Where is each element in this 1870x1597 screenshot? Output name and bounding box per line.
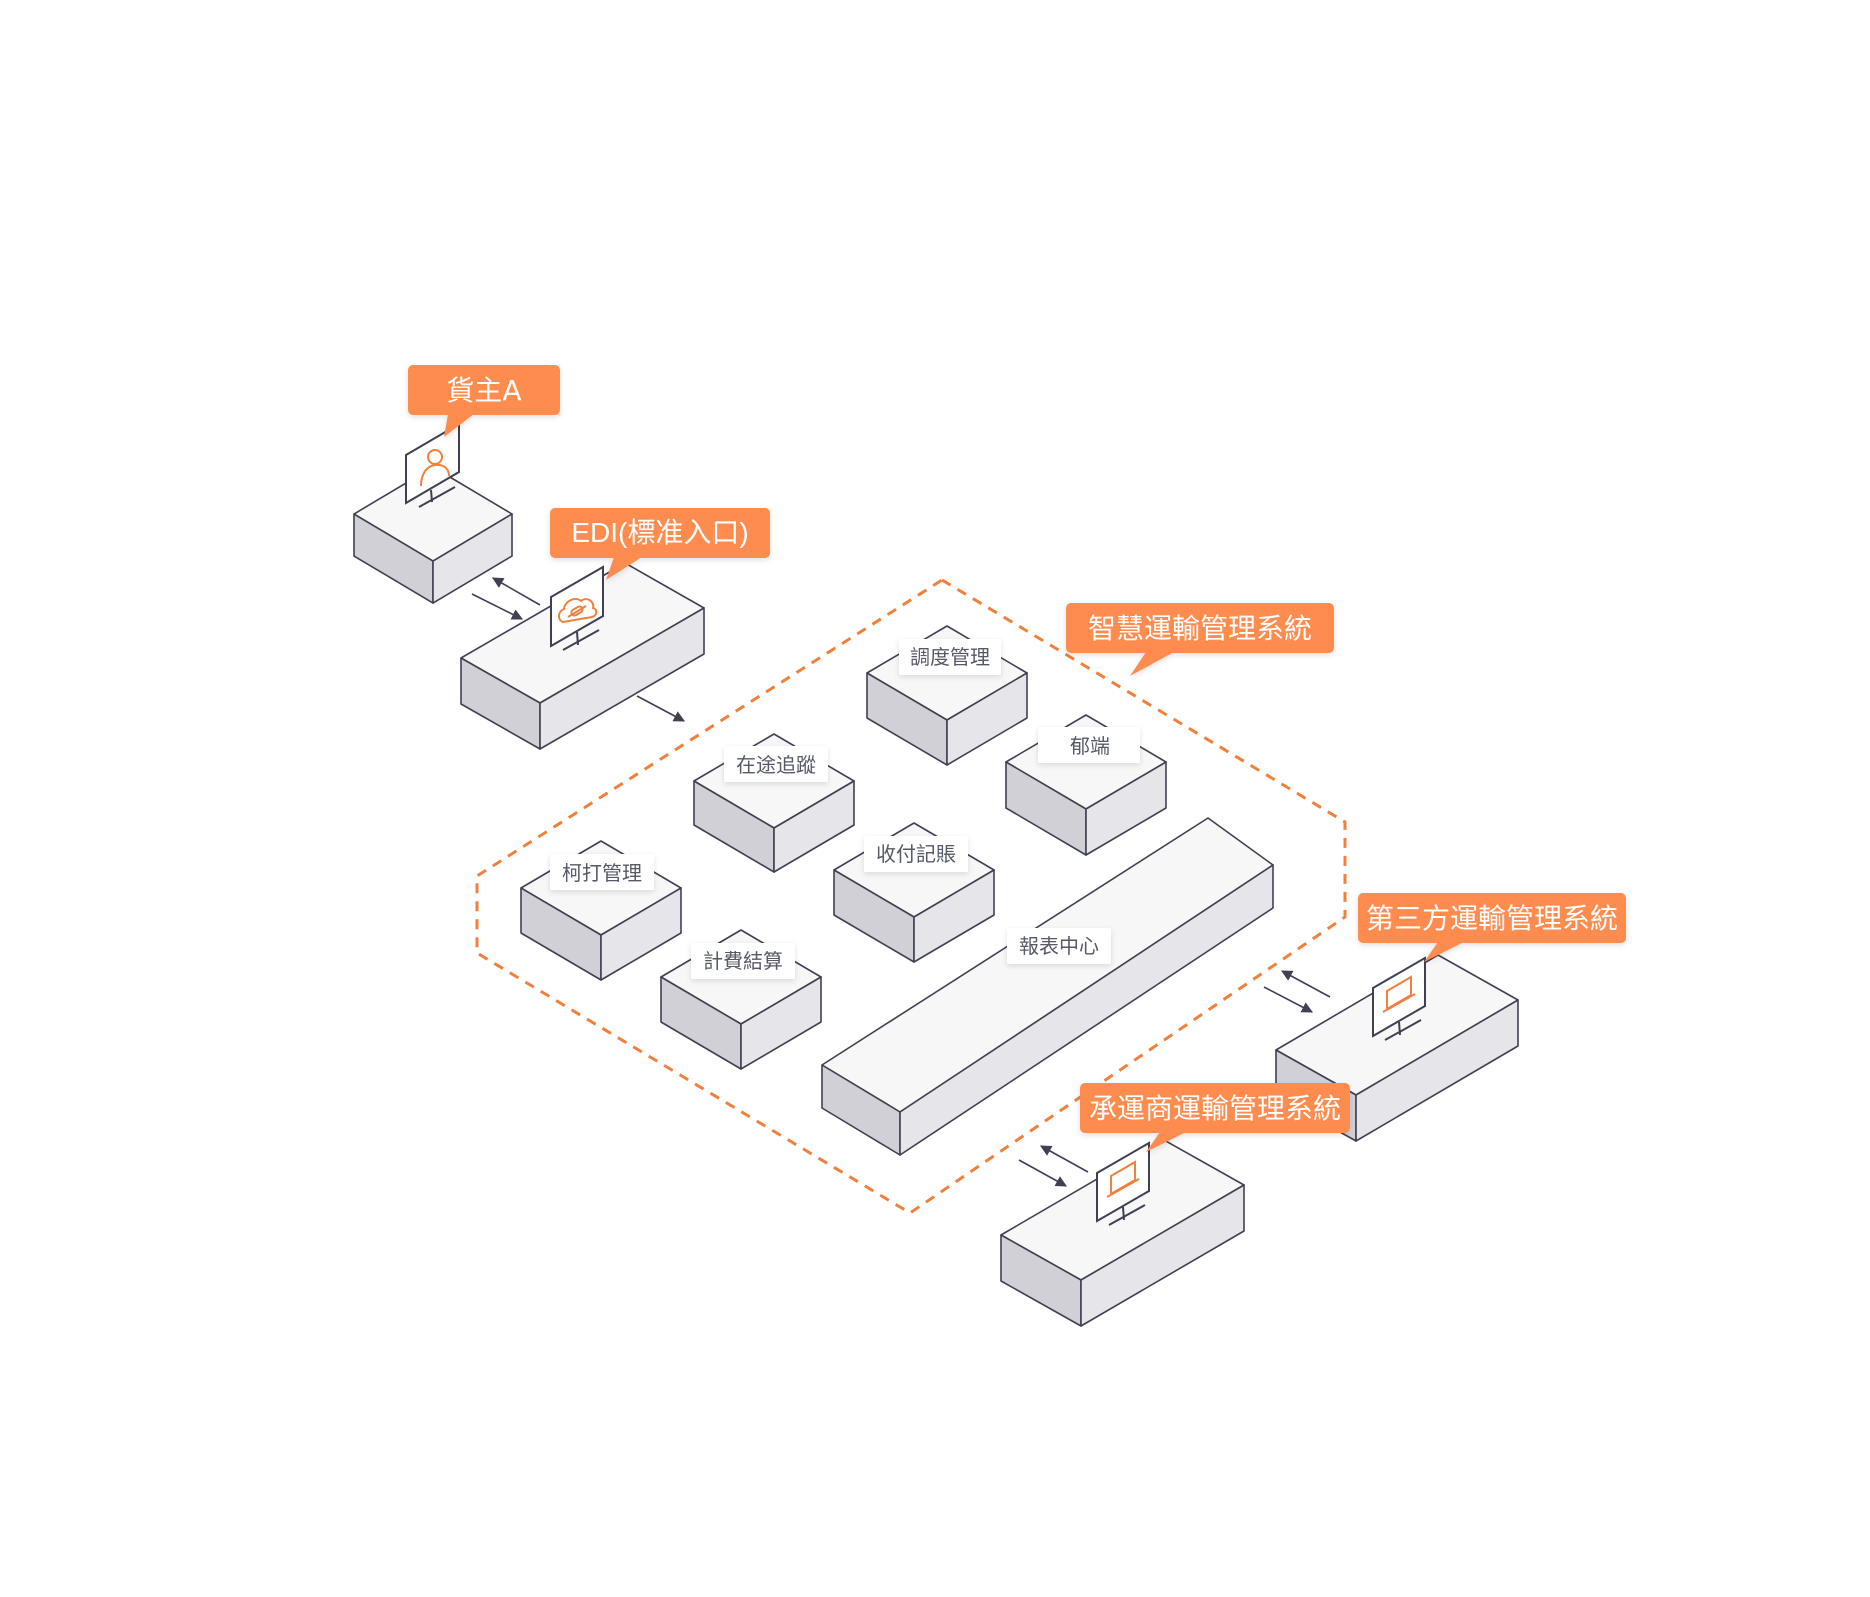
arrow-carrier-to-smart-tms (1040, 1145, 1089, 1173)
shipper-callout-label: 貨主A (446, 374, 521, 407)
module-billing-label: 計費結算 (703, 949, 783, 973)
module-dispatch-label: 調度管理 (910, 645, 990, 669)
module-payment-label: 收付記賬 (876, 842, 956, 866)
module-dock-label: 柯打管理 (562, 861, 642, 885)
arrow-smart-tms-to-third-party (1263, 986, 1313, 1013)
carrier-callout-label: 承運商運輸管理系統 (1089, 1092, 1341, 1125)
module-mobile-label: 郁端 (1070, 734, 1110, 758)
third-party-callout-label: 第三方運輸管理系統 (1366, 902, 1618, 935)
smart-tms-callout-label: 智慧運輸管理系統 (1088, 612, 1312, 645)
monitor-icon (1382, 975, 1416, 1013)
edi-monitor (550, 565, 604, 651)
carrier-node: 承運商運輸管理系統 (1000, 1083, 1350, 1327)
shipper-callout (408, 365, 560, 437)
edi-node: EDI(標准入口) (460, 508, 770, 750)
module-dispatch: 調度管理 (866, 625, 1028, 766)
shipper-block (353, 466, 513, 604)
module-report: 報表中心 (821, 817, 1274, 1156)
third-party-node: 第三方運輸管理系統 (1275, 893, 1626, 1142)
module-payment: 收付記賬 (833, 822, 995, 963)
smart-tms-boundary (475, 578, 1347, 1215)
monitor-icon (1106, 1160, 1140, 1198)
user-icon (420, 449, 450, 487)
arrow-shipper-to-edi (471, 593, 524, 620)
smart-tms-callout (1066, 603, 1334, 676)
arrow-third-party-to-smart-tms (1281, 970, 1331, 998)
shipper-monitor (405, 422, 460, 508)
arrow-edi-to-shipper (492, 577, 541, 606)
third-party-callout (1358, 893, 1626, 962)
arrow-smart-tms-to-carrier (1018, 1159, 1067, 1187)
edi-callout (550, 508, 770, 580)
module-billing: 計費結算 (660, 929, 822, 1070)
module-mobile: 郁端 (1005, 714, 1167, 856)
module-dock: 柯打管理 (520, 840, 682, 981)
third-party-monitor (1372, 956, 1426, 1041)
module-report-label: 報表中心 (1019, 934, 1099, 958)
module-in-transit-label: 在途追蹤 (736, 753, 816, 777)
edi-callout-label: EDI(標准入口) (571, 517, 748, 548)
module-in-transit: 在途追蹤 (693, 733, 855, 873)
shipper-node: 貨主A (353, 365, 560, 604)
cloud-link-icon (558, 598, 598, 624)
carrier-monitor (1096, 1141, 1150, 1226)
carrier-callout (1080, 1083, 1350, 1152)
arrow-edi-to-smart-tms (636, 695, 685, 722)
